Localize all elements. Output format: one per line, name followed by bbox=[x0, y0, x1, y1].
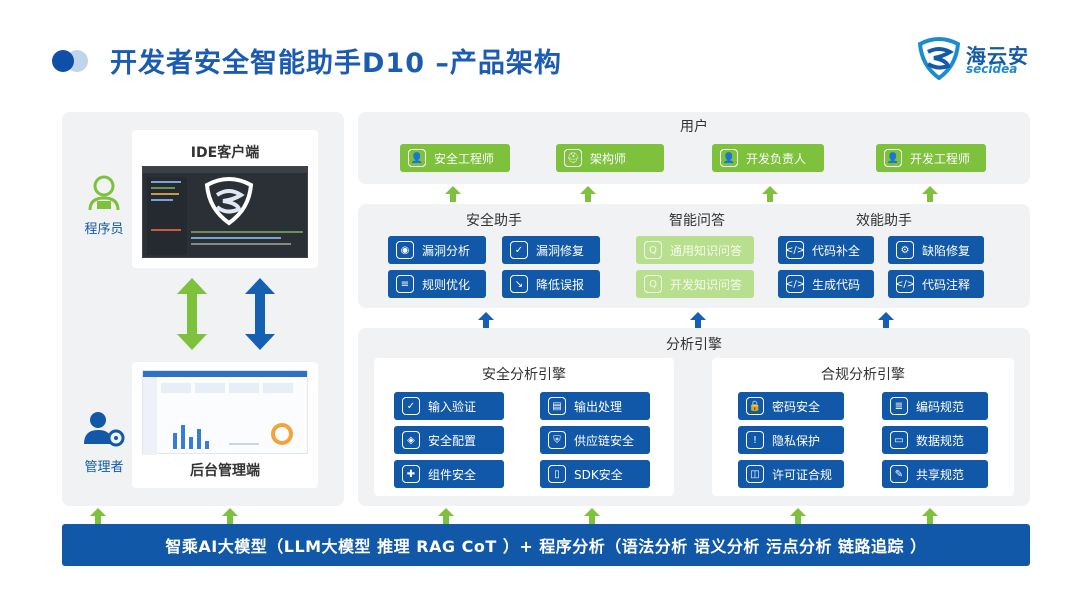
arrow-up-3-icon bbox=[762, 186, 778, 202]
arrow-up-5-icon bbox=[478, 312, 494, 328]
vuln-analysis-item: ◉漏洞分析 bbox=[388, 236, 486, 264]
code-comment-item: </>代码注释 bbox=[888, 270, 984, 298]
code-icon: </> bbox=[785, 241, 805, 259]
security-engineer-icon: 👤 bbox=[408, 149, 426, 167]
arrow-up-8-icon bbox=[90, 508, 106, 524]
arrow-up-7-icon bbox=[878, 312, 894, 328]
admin-icon bbox=[84, 412, 125, 447]
code-icon-2: </> bbox=[785, 275, 805, 293]
data-icon: ▭ bbox=[890, 431, 908, 449]
privacy-item: !隐私保护 bbox=[738, 426, 844, 454]
shield-lock-icon: ⛨ bbox=[548, 431, 566, 449]
input-validation-item: ✓输入验证 bbox=[394, 392, 504, 420]
ide-admin-blue-double-arrow-icon bbox=[245, 278, 275, 350]
arrow-up-13-icon bbox=[922, 508, 938, 524]
backend-card: 后台管理端 bbox=[132, 362, 318, 488]
arrow-up-2-icon bbox=[580, 186, 596, 202]
backend-label: 后台管理端 bbox=[190, 463, 260, 479]
arrow-up-11-icon bbox=[584, 508, 600, 524]
foundation-bar: 智乘AI大模型（LLM大模型 推理 RAG CoT ）+ 程序分析（语法分析 语… bbox=[62, 524, 1030, 566]
title-row: 开发者安全智能助手D10 –产品架构 bbox=[52, 40, 562, 80]
dev-engineer-icon: 👤 bbox=[884, 149, 902, 167]
document-icon: ≡ bbox=[396, 275, 414, 293]
coding-standard-item: ≣编码规范 bbox=[882, 392, 988, 420]
user-security-engineer: 👤安全工程师 bbox=[400, 144, 510, 172]
component-security-item: ✚组件安全 bbox=[394, 460, 504, 488]
programmer-label: 程序员 bbox=[84, 222, 124, 237]
user-dev-engineer: 👤开发工程师 bbox=[876, 144, 986, 172]
shield-check-icon: ✓ bbox=[510, 241, 528, 259]
arrow-up-9-icon bbox=[222, 508, 238, 524]
code-complete-item: </>代码补全 bbox=[778, 236, 874, 264]
arrow-up-1-icon bbox=[445, 186, 461, 202]
users-panel: 用户 👤安全工程师 ⛑架构师 👤开发负责人 👤开发工程师 bbox=[358, 112, 1030, 184]
user-architect: ⛑架构师 bbox=[556, 144, 664, 172]
admin-label: 管理者 bbox=[84, 460, 124, 475]
lock-icon: 🔒 bbox=[746, 397, 764, 415]
data-standard-item: ▭数据规范 bbox=[882, 426, 988, 454]
privacy-shield-icon: ! bbox=[746, 431, 764, 449]
dev-lead-icon: 👤 bbox=[720, 149, 738, 167]
sdk-file-icon: ▯ bbox=[548, 465, 566, 483]
backend-screenshot bbox=[142, 370, 308, 455]
ide-logo-icon bbox=[204, 177, 254, 226]
share-standard-item: ✎共享规范 bbox=[882, 460, 988, 488]
vuln-fix-item: ✓漏洞修复 bbox=[502, 236, 600, 264]
license-compliance-item: ◫许可证合规 bbox=[738, 460, 844, 488]
programmer-icon bbox=[88, 175, 120, 211]
shield-gear-icon: ⚙ bbox=[896, 241, 914, 259]
user-dev-lead: 👤开发负责人 bbox=[712, 144, 824, 172]
engine-title: 分析引擎 bbox=[666, 337, 722, 353]
logo-text-en: secidea bbox=[966, 62, 1018, 76]
security-config-item: ◈安全配置 bbox=[394, 426, 504, 454]
reduce-false-positive-item: ↘降低误报 bbox=[502, 270, 600, 298]
compliance-engine-title: 合规分析引擎 bbox=[821, 367, 905, 383]
client-panel: 程序员 管理者 IDE客户端 bbox=[62, 112, 344, 506]
puzzle-icon: ✚ bbox=[402, 465, 420, 483]
logo-text-cn: 海云安 bbox=[966, 44, 1029, 68]
defect-fix-item: ⚙缺陷修复 bbox=[888, 236, 984, 264]
qa-title: 智能问答 bbox=[669, 213, 725, 229]
share-doc-icon: ✎ bbox=[890, 465, 908, 483]
checklist-icon: ✓ bbox=[402, 397, 420, 415]
arrow-up-6-icon bbox=[690, 312, 706, 328]
logo-shield-icon bbox=[917, 37, 961, 81]
chat-icon-2: Q bbox=[644, 275, 662, 293]
arrow-up-12-icon bbox=[790, 508, 806, 524]
ide-client-label: IDE客户端 bbox=[190, 145, 260, 161]
output-icon: ▤ bbox=[548, 397, 566, 415]
security-assistant-title: 安全助手 bbox=[466, 213, 522, 229]
security-engine-box: 安全分析引擎 ✓输入验证 ▤输出处理 ◈安全配置 ⛨供应链安全 ✚组件安全 ▯S… bbox=[374, 358, 674, 496]
license-icon: ◫ bbox=[746, 465, 764, 483]
company-logo: 海云安 secidea bbox=[914, 36, 1034, 82]
ide-admin-green-double-arrow-icon bbox=[177, 278, 207, 350]
ide-client-card: IDE客户端 bbox=[132, 130, 318, 268]
eye-icon: ◉ bbox=[396, 241, 414, 259]
output-handling-item: ▤输出处理 bbox=[540, 392, 650, 420]
sdk-security-item: ▯SDK安全 bbox=[540, 460, 650, 488]
code-doc-icon: ≣ bbox=[890, 397, 908, 415]
compliance-engine-box: 合规分析引擎 🔒密码安全 ≣编码规范 !隐私保护 ▭数据规范 ◫许可证合规 ✎共… bbox=[712, 358, 1014, 496]
shield-config-icon: ◈ bbox=[402, 431, 420, 449]
arrow-up-4-icon bbox=[922, 186, 938, 202]
title-dots-icon bbox=[52, 48, 96, 72]
supply-chain-item: ⛨供应链安全 bbox=[540, 426, 650, 454]
ide-screenshot bbox=[142, 166, 308, 258]
efficiency-assistant-title: 效能助手 bbox=[856, 213, 912, 229]
arrow-up-10-icon bbox=[438, 508, 454, 524]
generate-code-item: </>生成代码 bbox=[778, 270, 874, 298]
users-title: 用户 bbox=[680, 119, 708, 135]
assistants-panel: 安全助手 智能问答 效能助手 ◉漏洞分析 ✓漏洞修复 ≡规则优化 ↘降低误报 Q… bbox=[358, 204, 1030, 308]
rule-optimize-item: ≡规则优化 bbox=[388, 270, 486, 298]
chat-icon: Q bbox=[644, 241, 662, 259]
engine-panel: 分析引擎 安全分析引擎 ✓输入验证 ▤输出处理 ◈安全配置 ⛨供应链安全 ✚组件… bbox=[358, 328, 1030, 506]
code-icon-3: </> bbox=[895, 275, 915, 293]
security-engine-title: 安全分析引擎 bbox=[482, 367, 566, 383]
chart-down-icon: ↘ bbox=[510, 275, 528, 293]
page-title: 开发者安全智能助手D10 –产品架构 bbox=[110, 47, 562, 79]
architect-icon: ⛑ bbox=[564, 149, 582, 167]
crypto-security-item: 🔒密码安全 bbox=[738, 392, 844, 420]
